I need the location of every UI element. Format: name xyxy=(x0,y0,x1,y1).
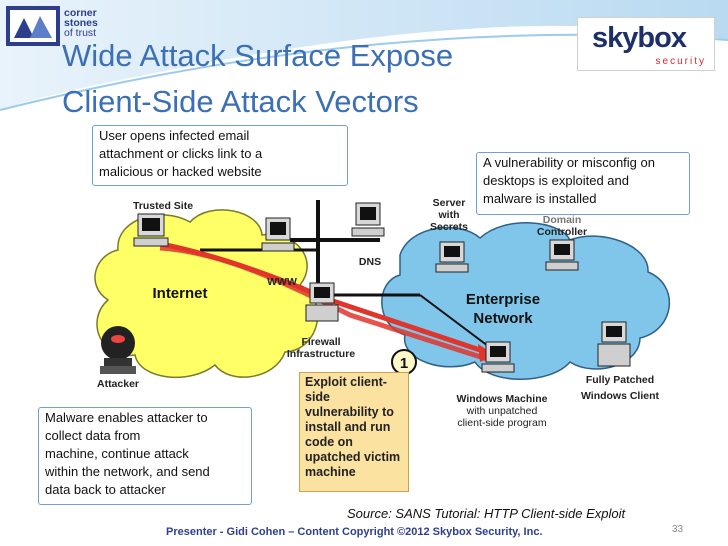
skybox-logo-main: skybox xyxy=(592,22,687,54)
callout-vulnerability: A vulnerability or misconfig on desktops… xyxy=(476,152,690,215)
step-1-number: 1 xyxy=(400,355,408,372)
internet-cloud xyxy=(94,209,319,378)
attacker-icon xyxy=(100,326,136,374)
www-label: WWW xyxy=(267,276,297,288)
dns-server-icon xyxy=(351,202,385,237)
skybox-logo: skybox security xyxy=(577,17,715,71)
fully-patched-icon xyxy=(597,321,631,367)
trusted-site-label: Trusted Site xyxy=(132,200,194,212)
www-server-icon xyxy=(261,217,295,252)
trusted-site-computer-icon xyxy=(133,213,169,247)
cornerstones-logo-text: corner stones of trust xyxy=(64,7,98,39)
callout-user-opens: User opens infected email attachment or … xyxy=(92,125,348,186)
slide-title-line1: Wide Attack Surface Expose xyxy=(62,38,454,73)
windows-machine-icon xyxy=(481,341,515,373)
domain-controller-icon xyxy=(545,239,579,271)
skybox-logo-sub: security xyxy=(655,56,706,67)
dns-label: DNS xyxy=(358,256,382,268)
page-number: 33 xyxy=(672,524,684,535)
cornerstones-logo-icon xyxy=(6,6,60,46)
server-secrets-icon xyxy=(435,241,469,273)
attacker-label: Attacker xyxy=(96,378,140,390)
callout-malware: Malware enables attacker to collect data… xyxy=(38,407,252,505)
internet-label: Internet xyxy=(152,285,208,302)
footer-copyright: Presenter - Gidi Cohen – Content Copyrig… xyxy=(166,526,543,538)
slide-title-line2: Client-Side Attack Vectors xyxy=(62,84,419,119)
exploit-description-box: Exploit client- side vulnerability to in… xyxy=(299,372,409,492)
cornerstones-logo: corner stones of trust xyxy=(6,6,102,48)
firewall-icon xyxy=(305,282,339,322)
source-citation: Source: SANS Tutorial: HTTP Client-side … xyxy=(347,506,626,521)
